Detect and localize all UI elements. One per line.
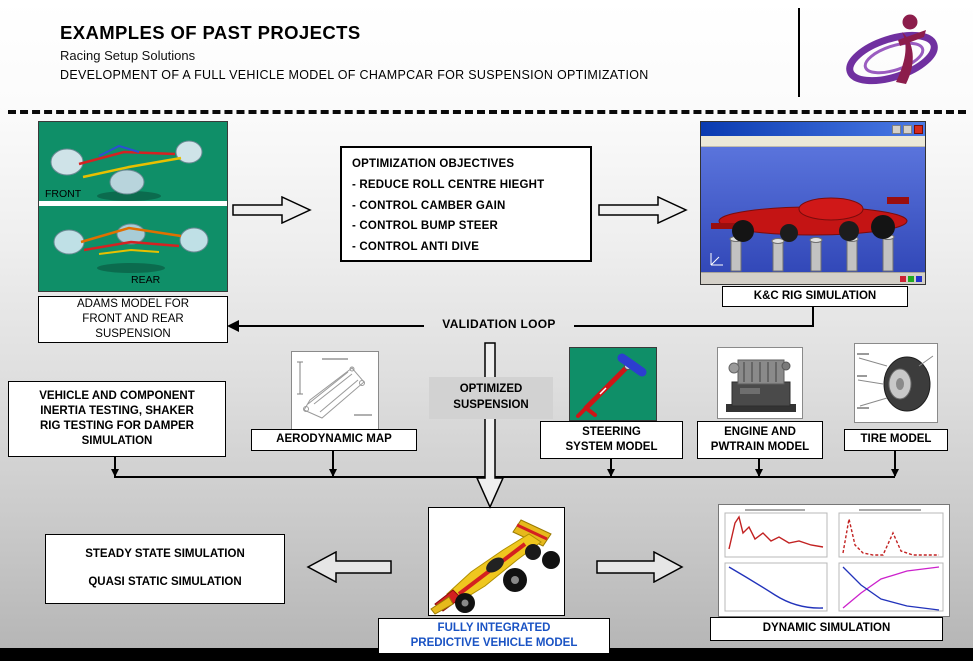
logo-figure-icon bbox=[896, 14, 926, 84]
arrowhead-steering bbox=[607, 469, 615, 477]
connector-aero bbox=[332, 451, 334, 476]
dynamic-simulation-caption: DYNAMIC SIMULATION bbox=[710, 617, 943, 641]
objective-item: - REDUCE ROLL CENTRE HIEGHT bbox=[352, 179, 545, 191]
objective-item: - CONTROL CAMBER GAIN bbox=[352, 199, 506, 212]
front-label: FRONT bbox=[45, 188, 82, 200]
race-car-graphic bbox=[430, 519, 560, 615]
adams-suspension-image: FRONT REAR bbox=[38, 121, 228, 292]
validation-connector-vertical bbox=[812, 307, 814, 326]
car-rig-graphic bbox=[701, 147, 925, 272]
steering-caption: STEERING SYSTEM MODEL bbox=[540, 421, 683, 459]
tire-caption: TIRE MODEL bbox=[844, 429, 948, 451]
kc-viewport bbox=[701, 147, 925, 272]
tire-graphic bbox=[857, 353, 934, 412]
connector-engine bbox=[758, 459, 760, 476]
validation-line-left bbox=[238, 325, 424, 327]
status-dot-icon bbox=[916, 275, 922, 282]
suspension-model-graphic bbox=[39, 140, 227, 273]
steering-column-graphic bbox=[576, 353, 647, 418]
kc-window-menubar bbox=[701, 136, 925, 147]
validation-loop-label: VALIDATION LOOP bbox=[442, 317, 556, 331]
convergence-line bbox=[114, 476, 895, 478]
steady-state-box: STEADY STATE SIMULATION QUASI STATIC SIM… bbox=[45, 534, 285, 604]
arrowhead-tire bbox=[891, 469, 899, 477]
integrated-car-image bbox=[428, 507, 565, 616]
objective-item: - CONTROL BUMP STEER bbox=[352, 220, 499, 232]
status-dot-icon bbox=[900, 275, 906, 282]
objective-item: - CONTROL ANTI DIVE bbox=[352, 240, 480, 253]
flow-arrow-right-3 bbox=[596, 551, 684, 583]
engine-image bbox=[717, 347, 803, 419]
connector-vehicle bbox=[114, 457, 116, 476]
arrowhead-aero bbox=[329, 469, 337, 477]
close-icon bbox=[914, 124, 923, 134]
footer-bar bbox=[0, 648, 973, 661]
page-title: EXAMPLES OF PAST PROJECTS bbox=[60, 22, 361, 43]
page-description: DEVELOPMENT OF A FULL VEHICLE MODEL OF C… bbox=[60, 68, 649, 82]
section-divider-dashed bbox=[8, 110, 966, 114]
kc-window-statusbar bbox=[701, 272, 925, 284]
engine-graphic bbox=[726, 359, 796, 412]
company-logo bbox=[846, 14, 938, 85]
logo-swoosh-icon bbox=[846, 31, 938, 85]
flow-arrow-left bbox=[306, 551, 392, 583]
rear-label: REAR bbox=[131, 274, 161, 286]
integrated-caption: FULLY INTEGRATED PREDICTIVE VEHICLE MODE… bbox=[378, 618, 610, 654]
dynamic-simulation-charts-image bbox=[718, 504, 950, 617]
page-subtitle: Racing Setup Solutions bbox=[60, 48, 196, 63]
adams-caption-box: ADAMS MODEL FOR FRONT AND REAR SUSPENSIO… bbox=[38, 296, 228, 343]
arrowhead-vehicle bbox=[111, 469, 119, 477]
optimized-suspension-label: OPTIMIZED SUSPENSION bbox=[429, 377, 553, 419]
validation-line-right bbox=[574, 325, 814, 327]
engine-caption: ENGINE AND PWTRAIN MODEL bbox=[697, 421, 823, 459]
arrowhead-engine bbox=[755, 469, 763, 477]
maximize-icon bbox=[903, 124, 912, 134]
vehicle-testing-box: VEHICLE AND COMPONENT INERTIA TESTING, S… bbox=[8, 381, 226, 457]
connector-steering bbox=[610, 459, 612, 476]
flow-arrow-right-2 bbox=[598, 196, 688, 224]
chassis-sketch-graphic bbox=[297, 358, 372, 419]
optimization-objectives-box: OPTIMIZATION OBJECTIVES - REDUCE ROLL CE… bbox=[340, 146, 592, 262]
tire-model-image bbox=[854, 343, 938, 423]
charts-graphic bbox=[724, 509, 944, 612]
logo-divider-line bbox=[798, 8, 800, 97]
kc-caption-box: K&C RIG SIMULATION bbox=[722, 286, 908, 307]
optimized-suspension-arrow bbox=[476, 342, 504, 509]
validation-arrowhead-left bbox=[227, 320, 239, 332]
steering-system-image bbox=[569, 347, 657, 421]
kc-window-titlebar bbox=[701, 122, 925, 136]
connector-tire bbox=[894, 451, 896, 476]
minimize-icon bbox=[892, 124, 901, 134]
aerodynamic-map-image bbox=[291, 351, 379, 431]
aerodynamic-map-caption: AERODYNAMIC MAP bbox=[251, 429, 417, 451]
kc-rig-window-image bbox=[700, 121, 926, 285]
objectives-title: OPTIMIZATION OBJECTIVES bbox=[352, 158, 515, 170]
status-dot-icon bbox=[908, 275, 914, 282]
flow-arrow-right-1 bbox=[232, 196, 312, 224]
